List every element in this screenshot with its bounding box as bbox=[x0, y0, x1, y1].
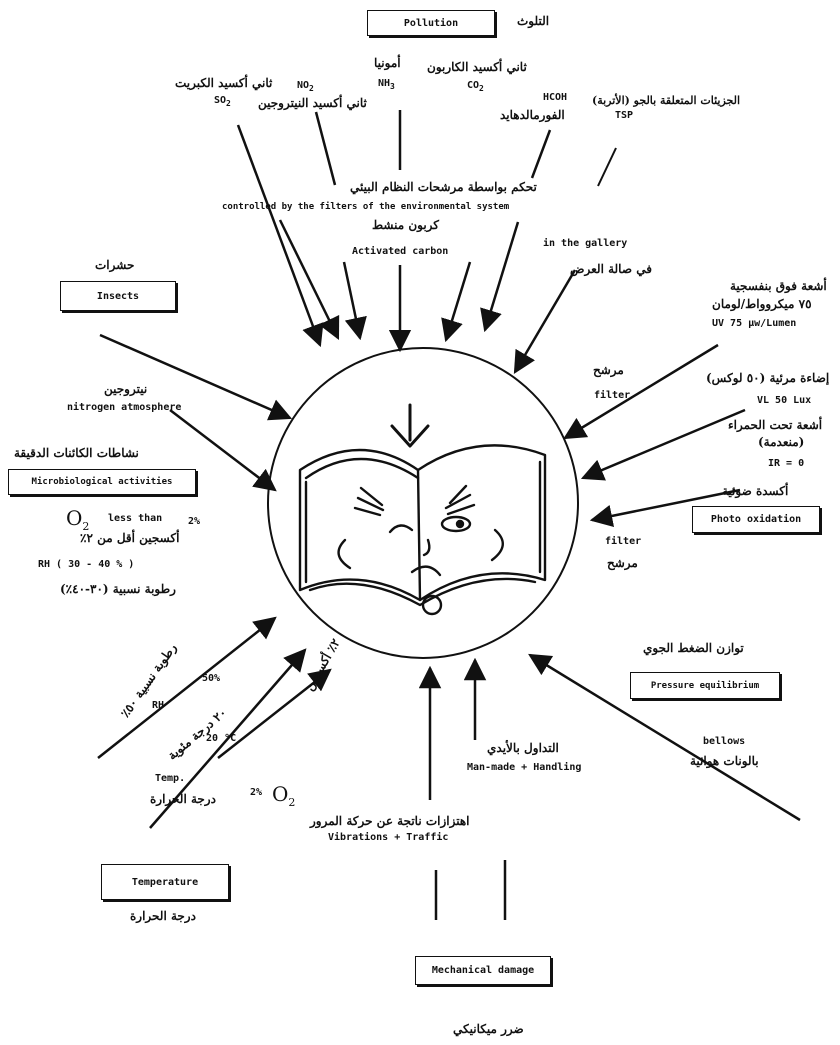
vibration-label: Vibrations + Traffic bbox=[328, 832, 448, 843]
pressure-box: Pressure equilibrium bbox=[630, 672, 780, 699]
arrow-hcoh bbox=[532, 130, 550, 178]
micro-o2-ar: أكسجين أقل من ٢٪ bbox=[80, 531, 179, 545]
ir-ar-1: أشعة تحت الحمراء bbox=[728, 418, 822, 432]
nitrogen-label: nitrogen atmosphere bbox=[67, 402, 181, 413]
temperature-box: Temperature bbox=[101, 864, 229, 900]
pollution-ar: التلوث bbox=[517, 14, 549, 28]
co2-label: CO2 bbox=[467, 80, 484, 93]
micro-rh-ar: رطوبة نسبية (٣٠-٤٠٪) bbox=[60, 582, 176, 596]
temp-fifty: 50% bbox=[202, 673, 220, 684]
bellows-ar: بالونات هوائية bbox=[690, 754, 759, 768]
uv-filter-label: filter bbox=[594, 390, 630, 401]
gallery-ar: في صالة العرض bbox=[570, 262, 652, 276]
arrow-filter-2 bbox=[344, 262, 360, 338]
no2-ar: ثاني أكسيد النيتروجين bbox=[258, 96, 367, 110]
sad-book-icon bbox=[300, 405, 545, 614]
temp-two: 2% bbox=[250, 787, 262, 798]
nitrogen-ar: نيتروجين bbox=[104, 382, 147, 396]
photo-ar: أكسدة ضوئية bbox=[722, 484, 788, 498]
temp-deg: 20 °C bbox=[206, 733, 236, 744]
micro-ar: نشاطات الكائنات الدقيقة bbox=[14, 446, 139, 460]
mechanical-ar: ضرر ميكانيكي bbox=[453, 1022, 524, 1036]
micro-less-than: less than bbox=[108, 513, 162, 524]
micro-box: Microbiological activities bbox=[8, 469, 196, 495]
control-ar: تحكم بواسطة مرشحات النظام البيئي bbox=[350, 180, 537, 194]
uv-ar-2: ٧٥ ميكروواط/لومان bbox=[712, 297, 812, 311]
nh3-ar: أمونيا bbox=[374, 56, 401, 70]
arrow-no2 bbox=[316, 112, 335, 185]
temp-rh: RH bbox=[152, 700, 164, 711]
arrow-uv bbox=[565, 345, 718, 438]
handling-label: Man-made + Handling bbox=[467, 762, 581, 773]
uv-filter-ar: مرشح bbox=[593, 363, 624, 377]
no2-label: NO2 bbox=[297, 80, 314, 93]
filter-2-ar: مرشح bbox=[607, 556, 638, 570]
temperature-box-ar: درجة الحرارة bbox=[130, 909, 196, 923]
so2-ar: ثاني أكسيد الكبريت bbox=[175, 76, 272, 90]
vibration-ar: اهتزازات ناتجة عن حركة المرور bbox=[310, 814, 470, 828]
photo-oxidation-box: Photo oxidation bbox=[692, 506, 820, 533]
arrow-filter-1 bbox=[280, 220, 338, 338]
gallery-label: in the gallery bbox=[543, 238, 627, 249]
arrow-gallery bbox=[515, 270, 575, 372]
tsp-ar: الجزيئات المتعلقة بالجو (الأتربة) bbox=[592, 94, 740, 107]
insects-box: Insects bbox=[60, 281, 176, 311]
so2-label: SO2 bbox=[214, 95, 231, 108]
filter-2-label: filter bbox=[605, 536, 641, 547]
arrow-visible bbox=[583, 410, 745, 478]
carbon-ar: كربون منشط bbox=[372, 218, 439, 232]
temp-o2: O2 bbox=[272, 782, 295, 809]
visible-label: VL 50 Lux bbox=[757, 395, 811, 406]
hcoh-label: HCOH bbox=[543, 92, 567, 103]
uv-label: UV 75 µw/Lumen bbox=[712, 318, 796, 329]
arrow-filter-4 bbox=[446, 262, 470, 340]
pressure-ar: توازن الضغط الجوي bbox=[643, 641, 744, 655]
bellows-label: bellows bbox=[703, 736, 745, 747]
pollution-box: Pollution bbox=[367, 10, 495, 36]
ir-ar-2: (منعدمة) bbox=[758, 435, 804, 449]
visible-ar: إضاءة مرئية (٥٠ لوكس) bbox=[706, 371, 829, 385]
micro-rh: RH ( 30 - 40 % ) bbox=[38, 559, 134, 570]
arrow-so2 bbox=[238, 125, 320, 345]
micro-o2: O2 bbox=[66, 506, 89, 533]
co2-ar: ثاني أكسيد الكاربون bbox=[427, 60, 527, 74]
arrow-filter-5 bbox=[485, 222, 518, 330]
hcoh-ar: الفورمالدهايد bbox=[500, 108, 565, 122]
carbon-label: Activated carbon bbox=[352, 246, 448, 257]
insects-ar: حشرات bbox=[95, 258, 134, 272]
temp-ar: درجة الحرارة bbox=[150, 792, 216, 806]
nh3-label: NH3 bbox=[378, 78, 395, 91]
control-label: controlled by the filters of the environ… bbox=[222, 202, 509, 212]
tsp-label: TSP bbox=[615, 110, 633, 121]
uv-ar-1: أشعة فوق بنفسجية bbox=[730, 279, 827, 293]
temp-label: Temp. bbox=[155, 773, 185, 784]
handling-ar: التداول بالأيدي bbox=[487, 741, 559, 755]
mechanical-box: Mechanical damage bbox=[415, 956, 551, 985]
arrow-tsp bbox=[598, 148, 616, 186]
ir-label: IR = 0 bbox=[768, 458, 804, 469]
micro-two-pct: 2% bbox=[188, 516, 200, 527]
